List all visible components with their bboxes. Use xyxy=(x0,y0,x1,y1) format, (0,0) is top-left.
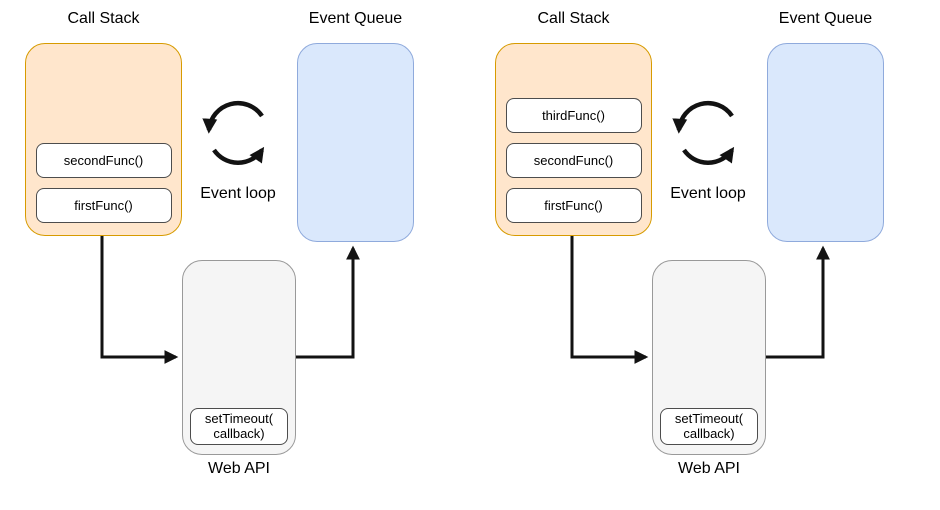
stack-frame: secondFunc() xyxy=(505,143,642,178)
settimeout-task: setTimeout( callback) xyxy=(660,408,758,445)
arrow-webapi-to-eventqueue xyxy=(296,245,360,359)
arrow-webapi-to-eventqueue xyxy=(766,245,830,359)
stack-frame: firstFunc() xyxy=(35,188,172,223)
web-api-box: setTimeout( callback) xyxy=(182,260,296,455)
web-api-box: setTimeout( callback) xyxy=(652,260,766,455)
diagram-step-1: Call Stack secondFunc() firstFunc() Even… xyxy=(25,10,414,477)
web-api-label: Web API xyxy=(208,460,270,477)
event-loop-icon xyxy=(202,100,265,165)
event-queue-box xyxy=(767,43,884,242)
event-loop-icon xyxy=(672,100,735,165)
diagram-step-2: Call Stack thirdFunc() secondFunc() firs… xyxy=(470,0,940,510)
arrow-callstack-to-webapi xyxy=(570,236,649,364)
settimeout-task-line1: setTimeout( xyxy=(204,411,274,426)
event-loop-label: Event loop xyxy=(670,185,746,202)
call-stack-title: Call Stack xyxy=(537,10,610,27)
event-loop-label: Event loop xyxy=(200,185,276,202)
stack-frame: thirdFunc() xyxy=(505,98,642,133)
event-queue-box xyxy=(297,43,414,242)
settimeout-task-line2: callback) xyxy=(683,426,735,441)
event-queue-title: Event Queue xyxy=(778,10,873,27)
stack-frame: firstFunc() xyxy=(505,188,642,223)
event-queue-title: Event Queue xyxy=(308,10,403,27)
settimeout-task-line1: setTimeout( xyxy=(674,411,744,426)
settimeout-task: setTimeout( callback) xyxy=(190,408,288,445)
call-stack-title: Call Stack xyxy=(67,10,140,27)
web-api-label: Web API xyxy=(678,460,740,477)
settimeout-task-line2: callback) xyxy=(213,426,265,441)
arrow-callstack-to-webapi xyxy=(100,236,179,364)
call-stack-box: thirdFunc() secondFunc() firstFunc() xyxy=(495,43,652,236)
stack-frame: secondFunc() xyxy=(35,143,172,178)
call-stack-box: secondFunc() firstFunc() xyxy=(25,43,182,236)
